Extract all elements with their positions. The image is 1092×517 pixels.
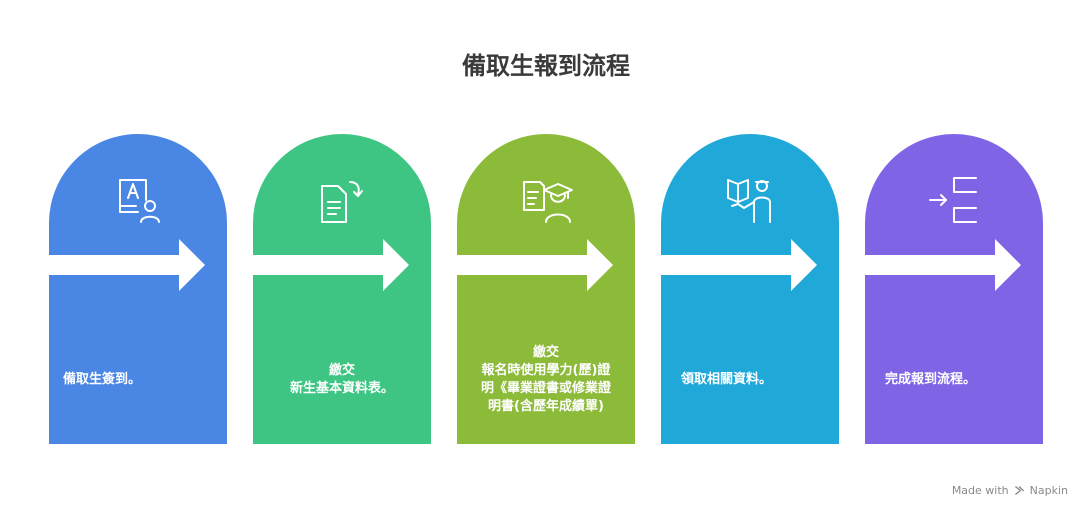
step-arrow-4 — [661, 239, 821, 291]
step-text-5: 完成報到流程。 — [865, 330, 1043, 430]
step-text-line: 明書(含歷年成績單) — [488, 399, 604, 414]
step-text-line: 新生基本資料表。 — [289, 381, 394, 396]
step-text-3: 繳交 報名時使用學力(歷)證 明《畢業證書或修業證 明書(含歷年成績單) — [457, 330, 635, 430]
step-arrow-5 — [865, 239, 1025, 291]
step-text-line: 繳交 — [328, 363, 355, 378]
person-reading-icon — [720, 170, 780, 230]
step-card-2: 繳交 新生基本資料表。 — [253, 134, 431, 444]
step-text-line: 領取相關資料。 — [681, 372, 773, 387]
made-with-label: Made with — [951, 483, 1009, 497]
step-text-line: 備取生簽到。 — [63, 372, 142, 387]
step-card-4: 領取相關資料。 — [661, 134, 839, 444]
name-badge-person-icon — [108, 170, 168, 230]
made-with-napkin-credit[interactable]: Made with Napkin — [952, 481, 1068, 499]
step-text-line: 完成報到流程。 — [885, 372, 977, 387]
step-text-4: 領取相關資料。 — [661, 330, 839, 430]
napkin-brand-label: Napkin — [1029, 483, 1068, 497]
step-text-line: 報名時使用學力(歷)證 — [481, 363, 611, 378]
document-forward-icon — [312, 170, 372, 230]
step-card-3: 繳交 報名時使用學力(歷)證 明《畢業證書或修業證 明書(含歷年成績單) — [457, 134, 635, 444]
napkin-logo-icon — [1014, 485, 1025, 496]
step-text-1: 備取生簽到。 — [49, 330, 227, 430]
step-arrow-2 — [253, 239, 413, 291]
step-text-2: 繳交 新生基本資料表。 — [253, 330, 431, 430]
step-card-5: 完成報到流程。 — [865, 134, 1043, 444]
diagram-title: 備取生報到流程 — [462, 52, 630, 80]
step-arrow-3 — [457, 239, 617, 291]
step-arrow-1 — [49, 239, 209, 291]
certificate-graduate-icon — [516, 170, 576, 230]
step-text-line: 繳交 — [532, 345, 559, 360]
step-card-1: 備取生簽到。 — [49, 134, 227, 444]
enter-arrow-icon — [924, 170, 984, 230]
step-text-line: 明《畢業證書或修業證 — [480, 381, 611, 396]
